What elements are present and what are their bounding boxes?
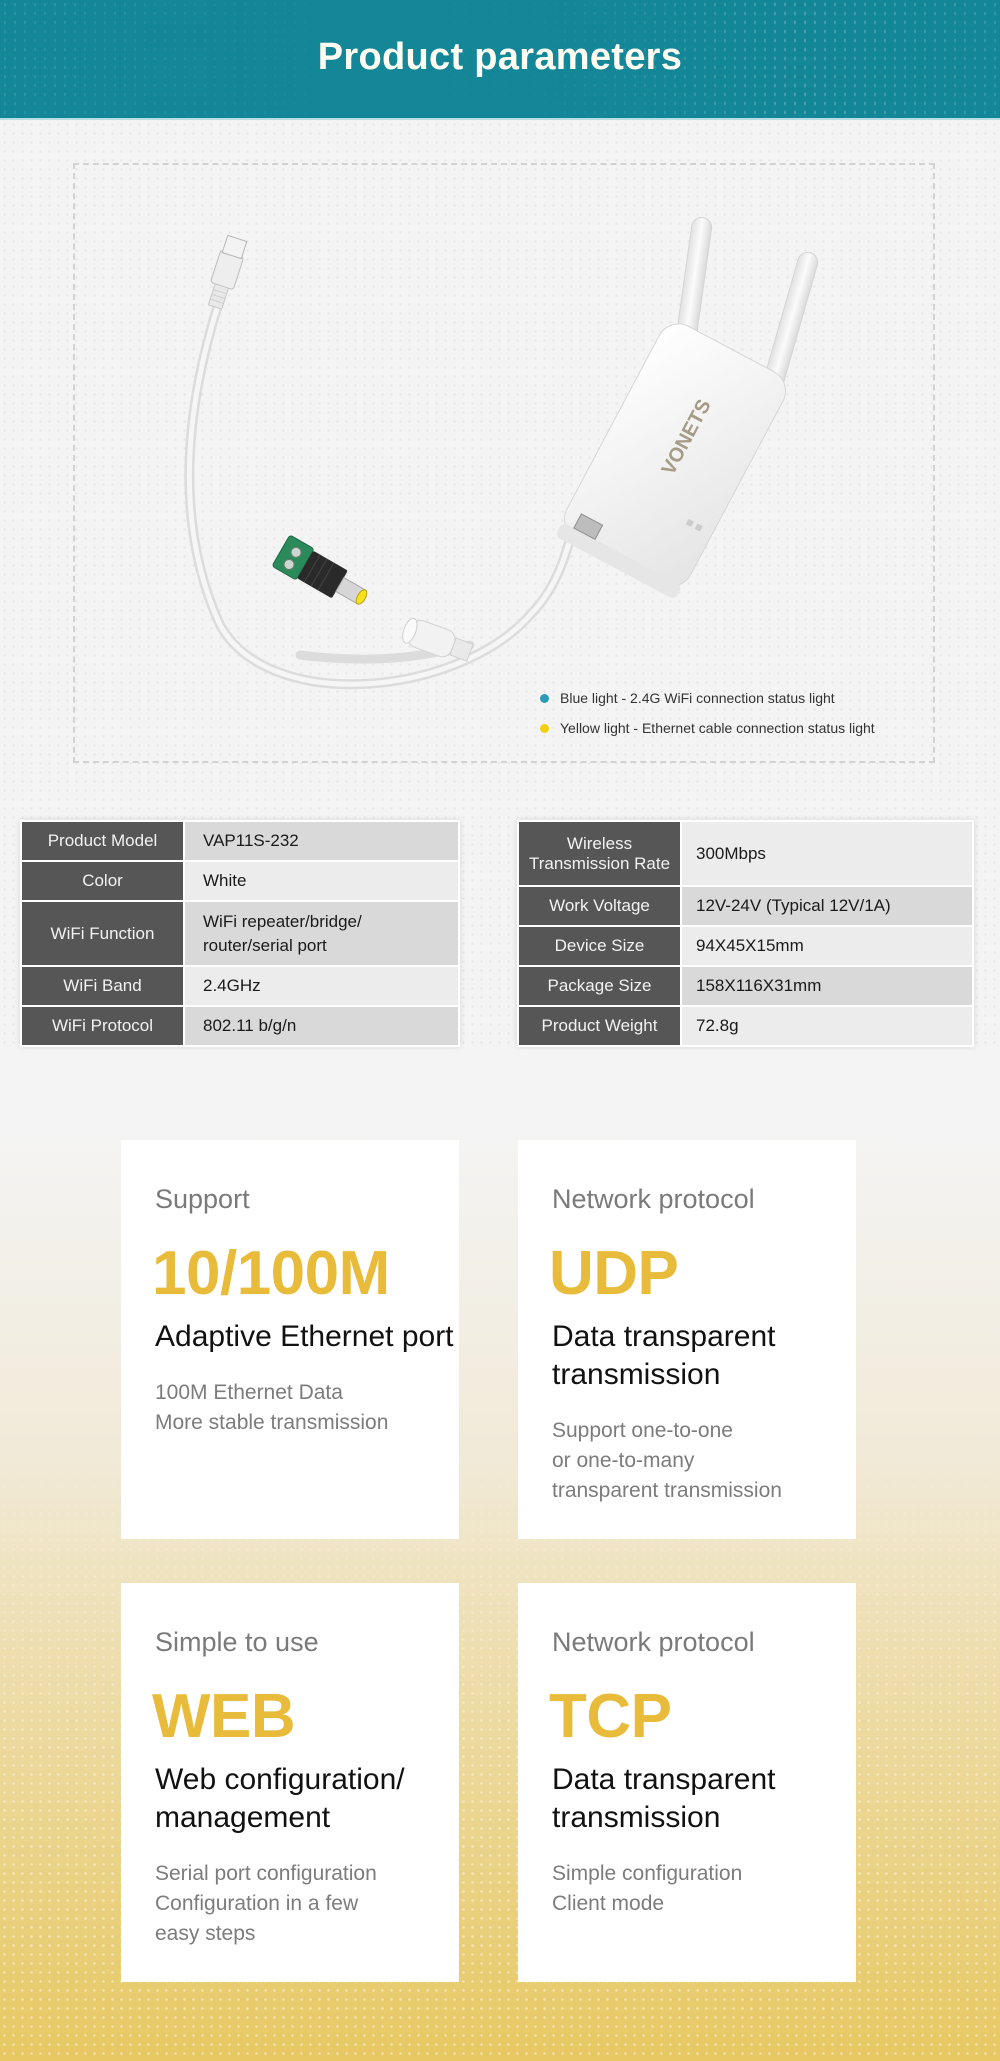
- table-row: Package Size 158X116X31mm: [517, 965, 974, 1007]
- spec-label: WiFi Band: [20, 965, 185, 1007]
- feature-card-ethernet: Support 10/100M Adaptive Ethernet port 1…: [121, 1140, 459, 1539]
- card-highlight: 10/100M: [152, 1239, 390, 1308]
- spec-value: 158X116X31mm: [680, 965, 974, 1007]
- feature-card-udp: Network protocol UDP Data transparent tr…: [518, 1140, 856, 1539]
- card-kicker: Network protocol: [552, 1184, 755, 1214]
- header-divider: [0, 118, 1000, 120]
- card-kicker: Simple to use: [155, 1627, 319, 1657]
- card-kicker: Network protocol: [552, 1627, 755, 1657]
- spec-label: Color: [20, 860, 185, 902]
- card-kicker: Support: [155, 1184, 250, 1214]
- card-description-line: easy steps: [155, 1922, 256, 1945]
- product-image-frame: [73, 163, 935, 763]
- table-row: Wireless Transmission Rate 300Mbps: [517, 820, 974, 887]
- spec-value: 300Mbps: [680, 820, 974, 887]
- card-description-line: 100M Ethernet Data: [155, 1381, 343, 1404]
- spec-label: Wireless Transmission Rate: [517, 820, 682, 887]
- legend-item-yellow: Yellow light - Ethernet cable connection…: [540, 713, 875, 743]
- card-description-line: transparent transmission: [552, 1479, 782, 1502]
- spec-label: Package Size: [517, 965, 682, 1007]
- spec-value: 72.8g: [680, 1005, 974, 1047]
- spec-label: Work Voltage: [517, 885, 682, 927]
- table-row: WiFi Function WiFi repeater/bridge/ rout…: [20, 900, 460, 967]
- table-row: Color White: [20, 860, 460, 902]
- card-description-line: Support one-to-one: [552, 1419, 733, 1442]
- card-description-line: Client mode: [552, 1892, 665, 1915]
- card-headline: Adaptive Ethernet port: [155, 1320, 454, 1353]
- table-row: Product Weight 72.8g: [517, 1005, 974, 1047]
- spec-value: WiFi repeater/bridge/ router/serial port: [183, 900, 460, 967]
- ethernet-cable-icon: [184, 234, 585, 690]
- spec-label: WiFi Protocol: [20, 1005, 185, 1047]
- card-description-line: Serial port configuration: [155, 1862, 377, 1885]
- spec-value: 802.11 b/g/n: [183, 1005, 460, 1047]
- card-highlight: WEB: [152, 1682, 296, 1751]
- legend-label: Blue light - 2.4G WiFi connection status…: [560, 690, 835, 706]
- card-description-line: Configuration in a few: [155, 1892, 359, 1915]
- device-body: VONETS: [556, 323, 786, 598]
- card-description: Support one-to-one or one-to-many transp…: [552, 1416, 852, 1506]
- card-headline: Web configuration/ management: [155, 1763, 405, 1834]
- dc-adapter-icon: [272, 535, 368, 605]
- card-headline: Data transparent transmission: [552, 1320, 776, 1391]
- product-photo: VONETS: [184, 217, 819, 690]
- card-description: 100M Ethernet Data More stable transmiss…: [155, 1378, 455, 1438]
- table-row: Work Voltage 12V-24V (Typical 12V/1A): [517, 885, 974, 927]
- card-highlight: UDP: [549, 1239, 679, 1308]
- yellow-dot-icon: [540, 723, 549, 733]
- feature-card-web: Simple to use WEB Web configuration/ man…: [121, 1583, 459, 1982]
- page-title: Product parameters: [317, 36, 683, 78]
- feature-card-tcp: Network protocol TCP Data transparent tr…: [518, 1583, 856, 1982]
- page-header: Product parameters: [0, 0, 1000, 118]
- card-description: Simple configuration Client mode: [552, 1859, 852, 1919]
- table-row: WiFi Band 2.4GHz: [20, 965, 460, 1007]
- card-description-line: Simple configuration: [552, 1862, 743, 1885]
- spec-table-right: Wireless Transmission Rate 300Mbps Work …: [517, 820, 974, 1047]
- spec-value: VAP11S-232: [183, 820, 460, 862]
- spec-table-left: Product Model VAP11S-232 Color White WiF…: [20, 820, 460, 1047]
- spec-value: 12V-24V (Typical 12V/1A): [680, 885, 974, 927]
- spec-value: 94X45X15mm: [680, 925, 974, 967]
- spec-label: Device Size: [517, 925, 682, 967]
- spec-label: Product Model: [20, 820, 185, 862]
- spec-value: White: [183, 860, 460, 902]
- table-row: Product Model VAP11S-232: [20, 820, 460, 862]
- card-headline: Data transparent transmission: [552, 1763, 776, 1834]
- card-description-line: More stable transmission: [155, 1411, 389, 1434]
- spec-label: Product Weight: [517, 1005, 682, 1047]
- status-light-legend: Blue light - 2.4G WiFi connection status…: [540, 683, 875, 743]
- card-description-line: or one-to-many: [552, 1449, 695, 1472]
- table-row: WiFi Protocol 802.11 b/g/n: [20, 1005, 460, 1047]
- blue-dot-icon: [540, 693, 549, 703]
- legend-label: Yellow light - Ethernet cable connection…: [560, 720, 875, 736]
- card-description: Serial port configuration Configuration …: [155, 1859, 455, 1949]
- spec-value: 2.4GHz: [183, 965, 460, 1007]
- table-row: Device Size 94X45X15mm: [517, 925, 974, 967]
- legend-item-blue: Blue light - 2.4G WiFi connection status…: [540, 683, 875, 713]
- card-highlight: TCP: [549, 1682, 672, 1751]
- spec-label: WiFi Function: [20, 900, 185, 967]
